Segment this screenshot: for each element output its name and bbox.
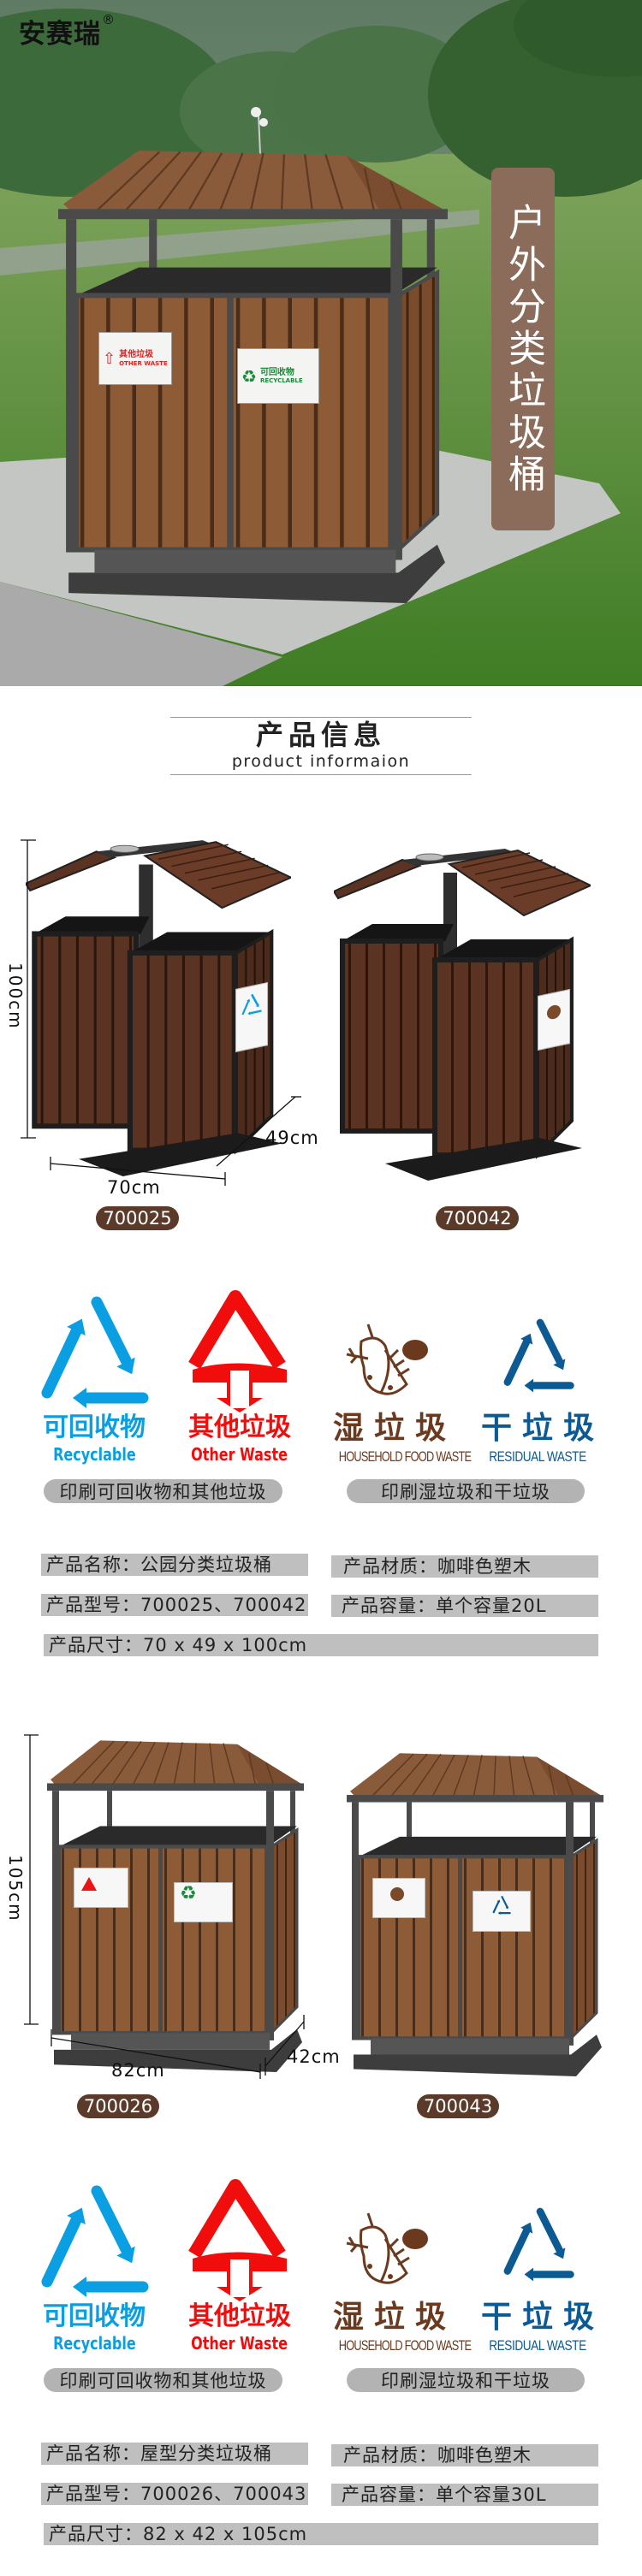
spec-model: 产品型号：700025、700042 xyxy=(41,1594,308,1616)
category-food-en: HOUSEHOLD FOOD WASTE xyxy=(338,1448,472,1465)
width-dimension-label: 82cm xyxy=(111,2060,165,2081)
header-divider-bottom xyxy=(170,774,472,775)
food-waste-icon xyxy=(346,1324,428,1395)
sign-zh: 其他垃圾 xyxy=(119,350,154,360)
sign-en: RECYCLABLE xyxy=(259,377,303,385)
model-badge: 700025 xyxy=(96,1206,179,1230)
print-note: 印刷湿垃圾和干垃圾 xyxy=(347,1479,585,1503)
product-info-700026: 可回收物 Recyclable 其他垃圾 Other Waste 湿垃圾 HOU… xyxy=(0,2172,642,2549)
dimension-lines xyxy=(21,839,301,1186)
category-residual-en: RESIDUAL WASTE xyxy=(489,1448,586,1465)
model-badge: 700043 xyxy=(417,2094,499,2118)
category-food-en-row: HOUSEHOLD FOOD WASTE xyxy=(317,1448,472,1466)
section-subtitle: product informaion xyxy=(231,752,411,771)
residual-waste-sign xyxy=(473,1891,531,1932)
section-title: 产品信息 xyxy=(255,719,386,751)
spec-model: 产品型号：700026、700043 xyxy=(41,2483,308,2505)
recycle-icon: ♻ xyxy=(241,365,257,387)
spec-capacity: 产品容量：单个容量30L xyxy=(331,2484,598,2506)
brand-name: 安赛瑞 xyxy=(19,19,101,50)
brand-logo: 安赛瑞® xyxy=(19,14,116,51)
category-food-zh: 湿垃圾 xyxy=(332,2300,456,2335)
food-waste-sign xyxy=(372,1878,425,1918)
hero-title: 户外分类垃圾桶 xyxy=(502,202,545,496)
spec-product-name: 产品名称：公园分类垃圾桶 xyxy=(41,1554,308,1576)
category-recyclable-en-row: Recyclable xyxy=(21,2334,167,2353)
category-other-zh: 其他垃圾 xyxy=(188,1412,291,1442)
category-residual-zh: 干垃圾 xyxy=(480,1411,604,1446)
category-recyclable-en: Recyclable xyxy=(52,2333,136,2354)
recyclable-sign: ♻ xyxy=(174,1882,233,1922)
hero-sign-other-waste: ⇧ 其他垃圾 OTHER WASTE xyxy=(98,332,172,385)
print-note: 印刷湿垃圾和干垃圾 xyxy=(347,2368,585,2392)
spec-material: 产品材质：咖啡色塑木 xyxy=(331,1555,598,1578)
category-other-en-row: Other Waste xyxy=(167,2334,312,2353)
recyclable-icon xyxy=(39,2181,150,2301)
category-residual-zh: 干垃圾 xyxy=(480,2300,604,2335)
width-dimension-label: 70cm xyxy=(107,1177,161,1198)
height-dimension-label: 100cm xyxy=(5,962,26,1030)
registered-mark: ® xyxy=(102,12,116,27)
sign-en: OTHER WASTE xyxy=(119,359,168,367)
category-recyclable-en: Recyclable xyxy=(52,1444,136,1465)
hero-sign-recyclable: ♻ 可回收物 RECYCLABLE xyxy=(237,348,319,404)
dimension-lines xyxy=(24,1734,305,2079)
category-food-zh: 湿垃圾 xyxy=(332,1411,456,1446)
spec-material: 产品材质：咖啡色塑木 xyxy=(331,2444,598,2466)
category-residual-en: RESIDUAL WASTE xyxy=(489,2337,586,2354)
category-recyclable-zh: 可回收物 xyxy=(43,1412,146,1442)
product-info-700025: 可回收物 Recyclable 其他垃圾 Other Waste 湿垃圾 HOU… xyxy=(0,1283,642,1660)
category-recyclable-zh: 可回收物 xyxy=(43,2301,146,2331)
model-badge: 700042 xyxy=(436,1206,519,1230)
residual-waste-icon xyxy=(496,1316,580,1395)
other-waste-icon xyxy=(188,1290,287,1412)
category-residual-en-row: RESIDUAL WASTE xyxy=(465,2337,610,2354)
model-badge: 700026 xyxy=(77,2094,159,2118)
category-food-en-row: HOUSEHOLD FOOD WASTE xyxy=(317,2337,472,2354)
food-waste-icon xyxy=(346,2212,428,2284)
category-food-en: HOUSEHOLD FOOD WASTE xyxy=(338,2337,472,2354)
spec-capacity: 产品容量：单个容量20L xyxy=(331,1595,598,1617)
spec-size: 产品尺寸：70 x 49 x 100cm xyxy=(44,1634,598,1656)
spec-product-name: 产品名称：屋型分类垃圾桶 xyxy=(41,2443,308,2465)
other-waste-icon: ⇧ xyxy=(103,349,116,368)
category-other-zh: 其他垃圾 xyxy=(188,2301,291,2331)
recycle-icon: ♻ xyxy=(180,1883,197,1904)
depth-dimension-label: 49cm xyxy=(265,1128,319,1148)
sign-zh: 可回收物 xyxy=(259,367,294,377)
other-waste-sign xyxy=(74,1868,128,1908)
print-note: 印刷可回收物和其他垃圾 xyxy=(44,2368,282,2392)
header-divider-top xyxy=(170,717,472,718)
category-other-en: Other Waste xyxy=(191,1444,288,1465)
depth-dimension-label: 42cm xyxy=(287,2046,341,2067)
category-residual-en-row: RESIDUAL WASTE xyxy=(465,1448,610,1466)
height-dimension-label: 105cm xyxy=(5,1855,26,1922)
spec-size: 产品尺寸：82 x 42 x 105cm xyxy=(44,2523,598,2545)
hero-title-banner: 户外分类垃圾桶 xyxy=(491,168,555,530)
other-waste-icon xyxy=(188,2179,287,2301)
category-other-en: Other Waste xyxy=(191,2333,288,2354)
category-recyclable-en-row: Recyclable xyxy=(21,1445,167,1464)
residual-waste-icon xyxy=(496,2205,580,2283)
hero-banner: ⇧ 其他垃圾 OTHER WASTE ♻ 可回收物 RECYCLABLE 安赛瑞… xyxy=(0,0,642,686)
category-other-en-row: Other Waste xyxy=(167,1445,312,1464)
print-note: 印刷可回收物和其他垃圾 xyxy=(44,1479,282,1503)
recyclable-icon xyxy=(39,1292,150,1412)
